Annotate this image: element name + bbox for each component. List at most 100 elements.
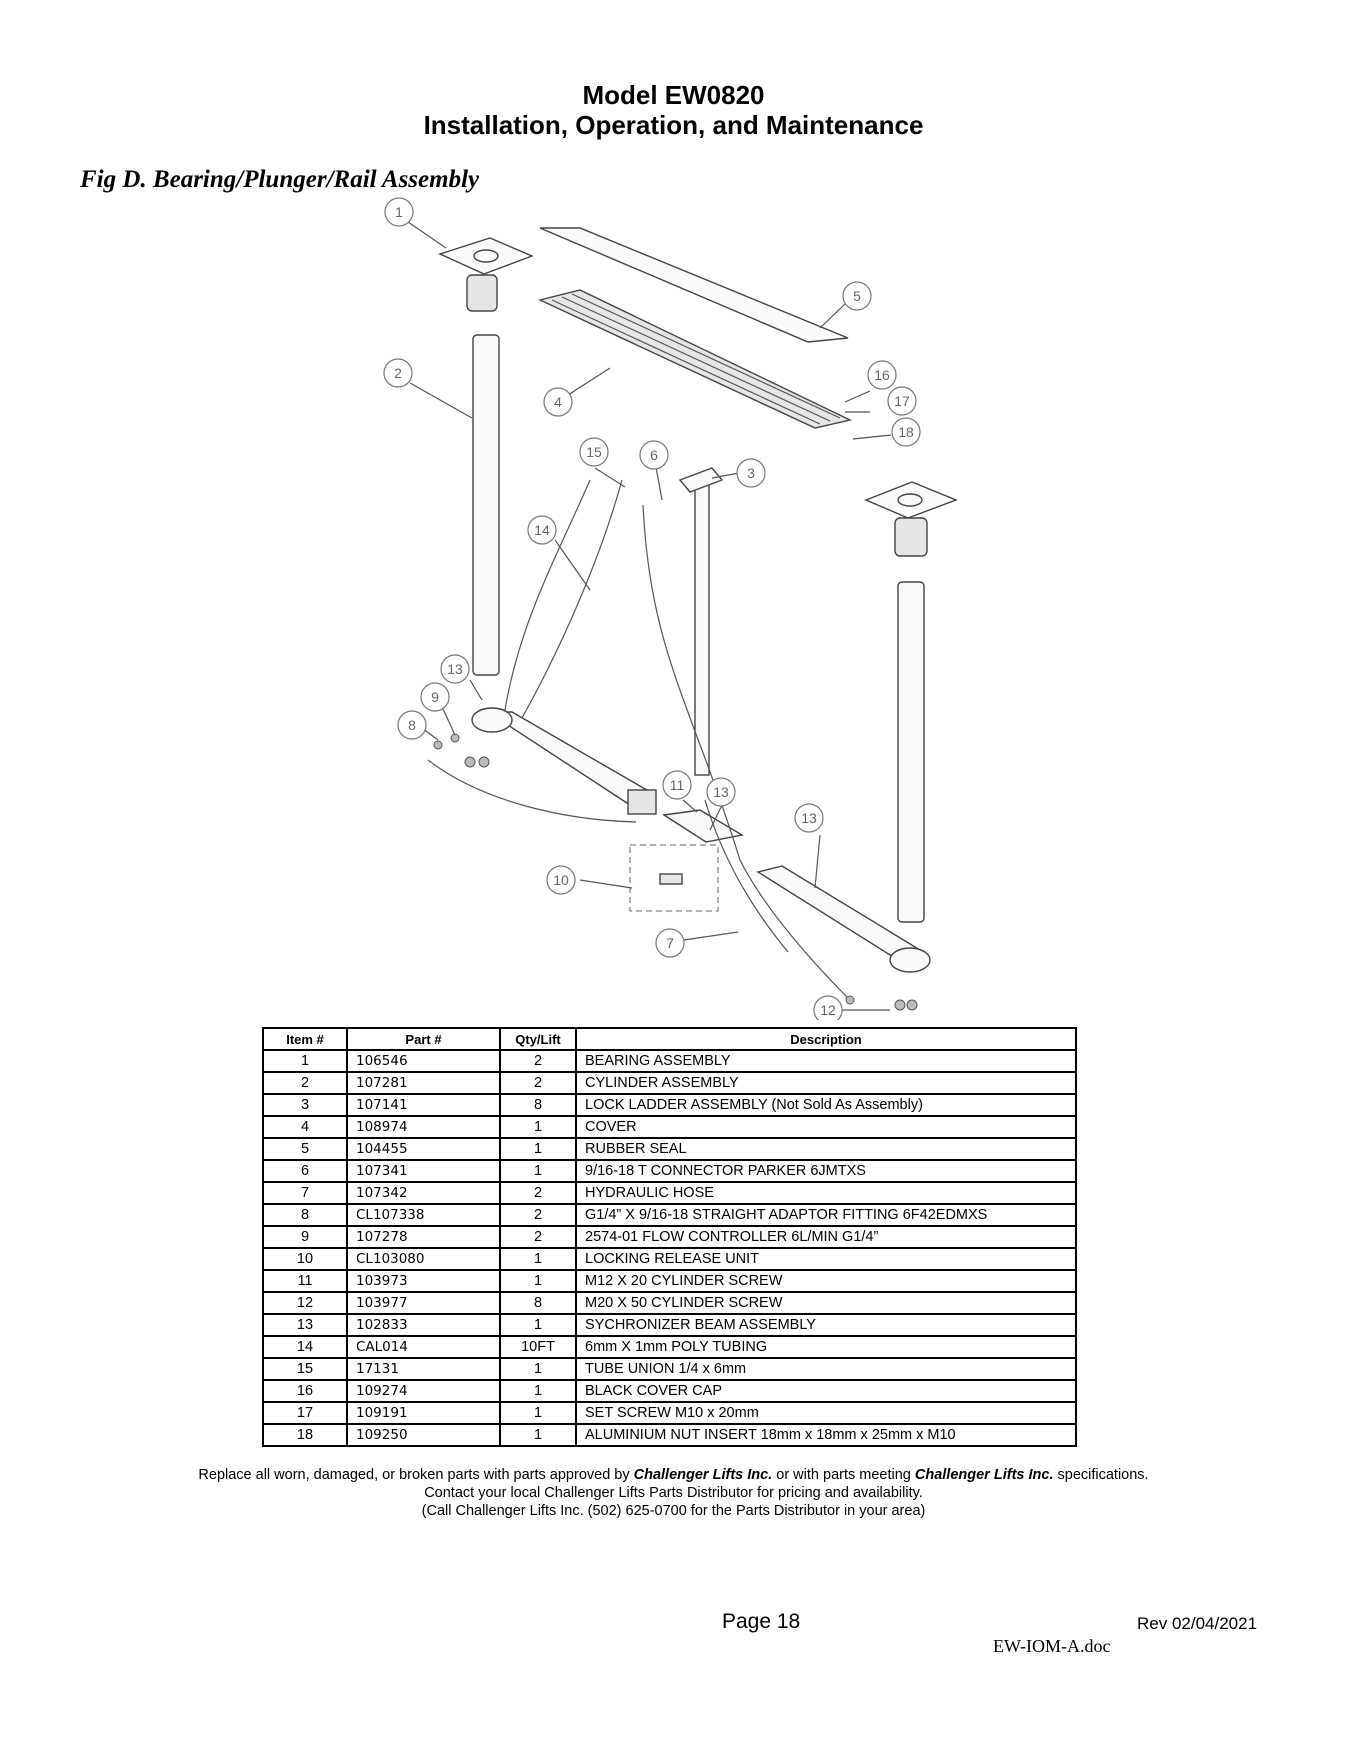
item-number-cell: 5 — [262, 1137, 348, 1161]
description-cell: 9/16-18 T CONNECTOR PARKER 6JMTXS — [575, 1159, 1077, 1183]
item-number-cell: 4 — [262, 1115, 348, 1139]
callout-7: 7 — [655, 928, 685, 958]
parts-note-line1: Replace all worn, damaged, or broken par… — [198, 1467, 1149, 1483]
parts-note-line2: Contact your local Challenger Lifts Part… — [424, 1485, 923, 1501]
callout-3: 3 — [736, 458, 766, 488]
parts-table-header-row: Item # Part # Qty/Lift Description — [262, 1027, 1077, 1051]
callout-16: 16 — [867, 360, 897, 390]
qty-cell: 8 — [499, 1093, 577, 1117]
svg-text:10: 10 — [553, 872, 569, 888]
callout-10: 10 — [546, 865, 576, 895]
qty-cell: 1 — [499, 1137, 577, 1161]
item-number-cell: 14 — [262, 1335, 348, 1359]
callout-11: 11 — [662, 770, 692, 800]
part-number-cell: 103977 — [346, 1291, 501, 1315]
qty-cell: 1 — [499, 1313, 577, 1337]
description-cell: CYLINDER ASSEMBLY — [575, 1071, 1077, 1095]
item-number-cell: 9 — [262, 1225, 348, 1249]
item-number-cell: 16 — [262, 1379, 348, 1403]
svg-text:13: 13 — [801, 810, 817, 826]
svg-text:14: 14 — [534, 522, 550, 538]
svg-text:5: 5 — [853, 288, 861, 304]
description-cell: BEARING ASSEMBLY — [575, 1049, 1077, 1073]
svg-text:15: 15 — [586, 444, 602, 460]
description-cell: M20 X 50 CYLINDER SCREW — [575, 1291, 1077, 1315]
description-cell: BLACK COVER CAP — [575, 1379, 1077, 1403]
part-number-cell: 107281 — [346, 1071, 501, 1095]
item-number-cell: 3 — [262, 1093, 348, 1117]
svg-text:13: 13 — [713, 784, 729, 800]
item-number-cell: 15 — [262, 1357, 348, 1381]
svg-text:1: 1 — [395, 204, 403, 220]
part-number-cell: 17131 — [346, 1357, 501, 1381]
svg-text:3: 3 — [747, 465, 755, 481]
col-header-qty: Qty/Lift — [499, 1027, 577, 1051]
callout-1: 1 — [384, 197, 414, 227]
part-number-cell: 107141 — [346, 1093, 501, 1117]
description-cell: G1/4” X 9/16-18 STRAIGHT ADAPTOR FITTING… — [575, 1203, 1077, 1227]
document-title: Model EW0820 — [582, 80, 765, 110]
qty-cell: 8 — [499, 1291, 577, 1315]
col-header-description: Description — [575, 1027, 1077, 1051]
part-number-cell: 107342 — [346, 1181, 501, 1205]
description-cell: TUBE UNION 1/4 x 6mm — [575, 1357, 1077, 1381]
qty-cell: 1 — [499, 1159, 577, 1183]
page-number: Page 18 — [722, 1610, 801, 1633]
lock-ladder — [694, 474, 710, 776]
svg-text:9: 9 — [431, 689, 439, 705]
part-number-cell: 107278 — [346, 1225, 501, 1249]
svg-text:2: 2 — [394, 365, 402, 381]
item-number-cell: 18 — [262, 1423, 348, 1447]
callout-2: 2 — [383, 358, 413, 388]
part-number-cell: CL103080 — [346, 1247, 501, 1271]
locking-release-box — [629, 844, 719, 912]
item-number-cell: 7 — [262, 1181, 348, 1205]
description-cell: 6mm X 1mm POLY TUBING — [575, 1335, 1077, 1359]
figure-title: Fig D. Bearing/Plunger/Rail Assembly — [80, 166, 480, 193]
qty-cell: 2 — [499, 1181, 577, 1205]
description-cell: LOCK LADDER ASSEMBLY (Not Sold As Assemb… — [575, 1093, 1077, 1117]
callout-15: 15 — [579, 437, 609, 467]
svg-text:12: 12 — [820, 1002, 836, 1018]
part-number-cell: 108974 — [346, 1115, 501, 1139]
description-cell: SET SCREW M10 x 20mm — [575, 1401, 1077, 1425]
qty-cell: 1 — [499, 1115, 577, 1139]
svg-text:6: 6 — [650, 447, 658, 463]
part-number-cell: 103973 — [346, 1269, 501, 1293]
qty-cell: 2 — [499, 1225, 577, 1249]
callout-17: 17 — [887, 386, 917, 416]
part-number-cell: 109191 — [346, 1401, 501, 1425]
qty-cell: 2 — [499, 1071, 577, 1095]
callout-6: 6 — [639, 440, 669, 470]
description-cell: ALUMINIUM NUT INSERT 18mm x 18mm x 25mm … — [575, 1423, 1077, 1447]
svg-text:17: 17 — [894, 393, 910, 409]
item-number-cell: 12 — [262, 1291, 348, 1315]
parts-note-line3: (Call Challenger Lifts Inc. (502) 625-07… — [421, 1503, 926, 1519]
qty-cell: 1 — [499, 1379, 577, 1403]
part-number-cell: CL107338 — [346, 1203, 501, 1227]
callout-14: 14 — [527, 515, 557, 545]
part-number-cell: 107341 — [346, 1159, 501, 1183]
svg-text:16: 16 — [874, 367, 890, 383]
item-number-cell: 8 — [262, 1203, 348, 1227]
item-number-cell: 13 — [262, 1313, 348, 1337]
part-number-cell: 109250 — [346, 1423, 501, 1447]
part-number-cell: 104455 — [346, 1137, 501, 1161]
callout-4: 4 — [543, 387, 573, 417]
callout-9: 9 — [420, 682, 450, 712]
part-number-cell: 109274 — [346, 1379, 501, 1403]
